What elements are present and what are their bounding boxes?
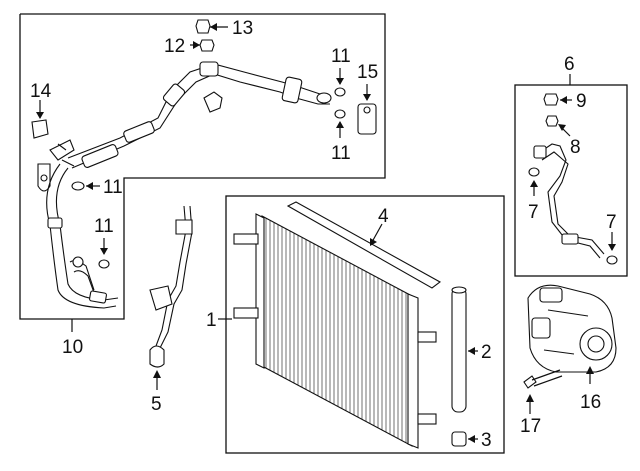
- part-1-condenser: [218, 213, 437, 449]
- callout-16: 16: [580, 392, 601, 413]
- part-4-seal-strip: [286, 201, 442, 289]
- callout-8: 8: [570, 137, 581, 158]
- condenser-fins: [265, 218, 411, 445]
- condenser-group-frame: [225, 195, 505, 454]
- callout-11b: 11: [331, 143, 351, 164]
- callout-11c: 11: [103, 177, 123, 198]
- part-7-o-rings: [528, 167, 618, 265]
- part-13-nut: [195, 19, 228, 34]
- part-3-plug: [451, 431, 478, 447]
- part-12-valve: [190, 39, 215, 52]
- part-17-bolt: [523, 369, 563, 414]
- callout-11d: 11: [94, 216, 114, 237]
- part-5-line-bracket: [149, 205, 193, 390]
- callout-15: 15: [357, 62, 378, 83]
- callout-7b: 7: [606, 212, 617, 233]
- part-15-pressure-switch: [357, 84, 377, 135]
- callout-10: 10: [62, 337, 83, 358]
- callout-17: 17: [520, 416, 541, 437]
- callout-2: 2: [481, 342, 492, 363]
- hose-group-frame: [19, 13, 386, 320]
- callout-4: 4: [378, 206, 389, 227]
- part-16-compressor: [527, 284, 617, 384]
- part-9-nut: [543, 93, 572, 106]
- callout-labels: 1 2 3 4 5 6 7 7 8 9 10 11 11 11 11 12 13…: [30, 18, 617, 451]
- callout-9: 9: [576, 91, 587, 112]
- callout-6: 6: [564, 54, 575, 75]
- liquid-line-group-frame: [514, 84, 628, 277]
- part-8-valve: [545, 115, 571, 137]
- callout-11a: 11: [331, 46, 351, 67]
- suction-discharge-hose: [37, 61, 332, 309]
- callout-12: 12: [164, 36, 185, 57]
- callout-1: 1: [206, 310, 217, 331]
- callout-7a: 7: [528, 202, 539, 223]
- part-11-o-rings: [71, 68, 346, 269]
- callout-3: 3: [481, 430, 492, 451]
- liquid-line-hose: [533, 143, 605, 259]
- part-14-cap: [31, 100, 49, 139]
- part-2-receiver-drier: [451, 286, 478, 413]
- callout-5: 5: [151, 394, 162, 415]
- callout-13: 13: [232, 18, 253, 39]
- callout-14: 14: [30, 81, 52, 102]
